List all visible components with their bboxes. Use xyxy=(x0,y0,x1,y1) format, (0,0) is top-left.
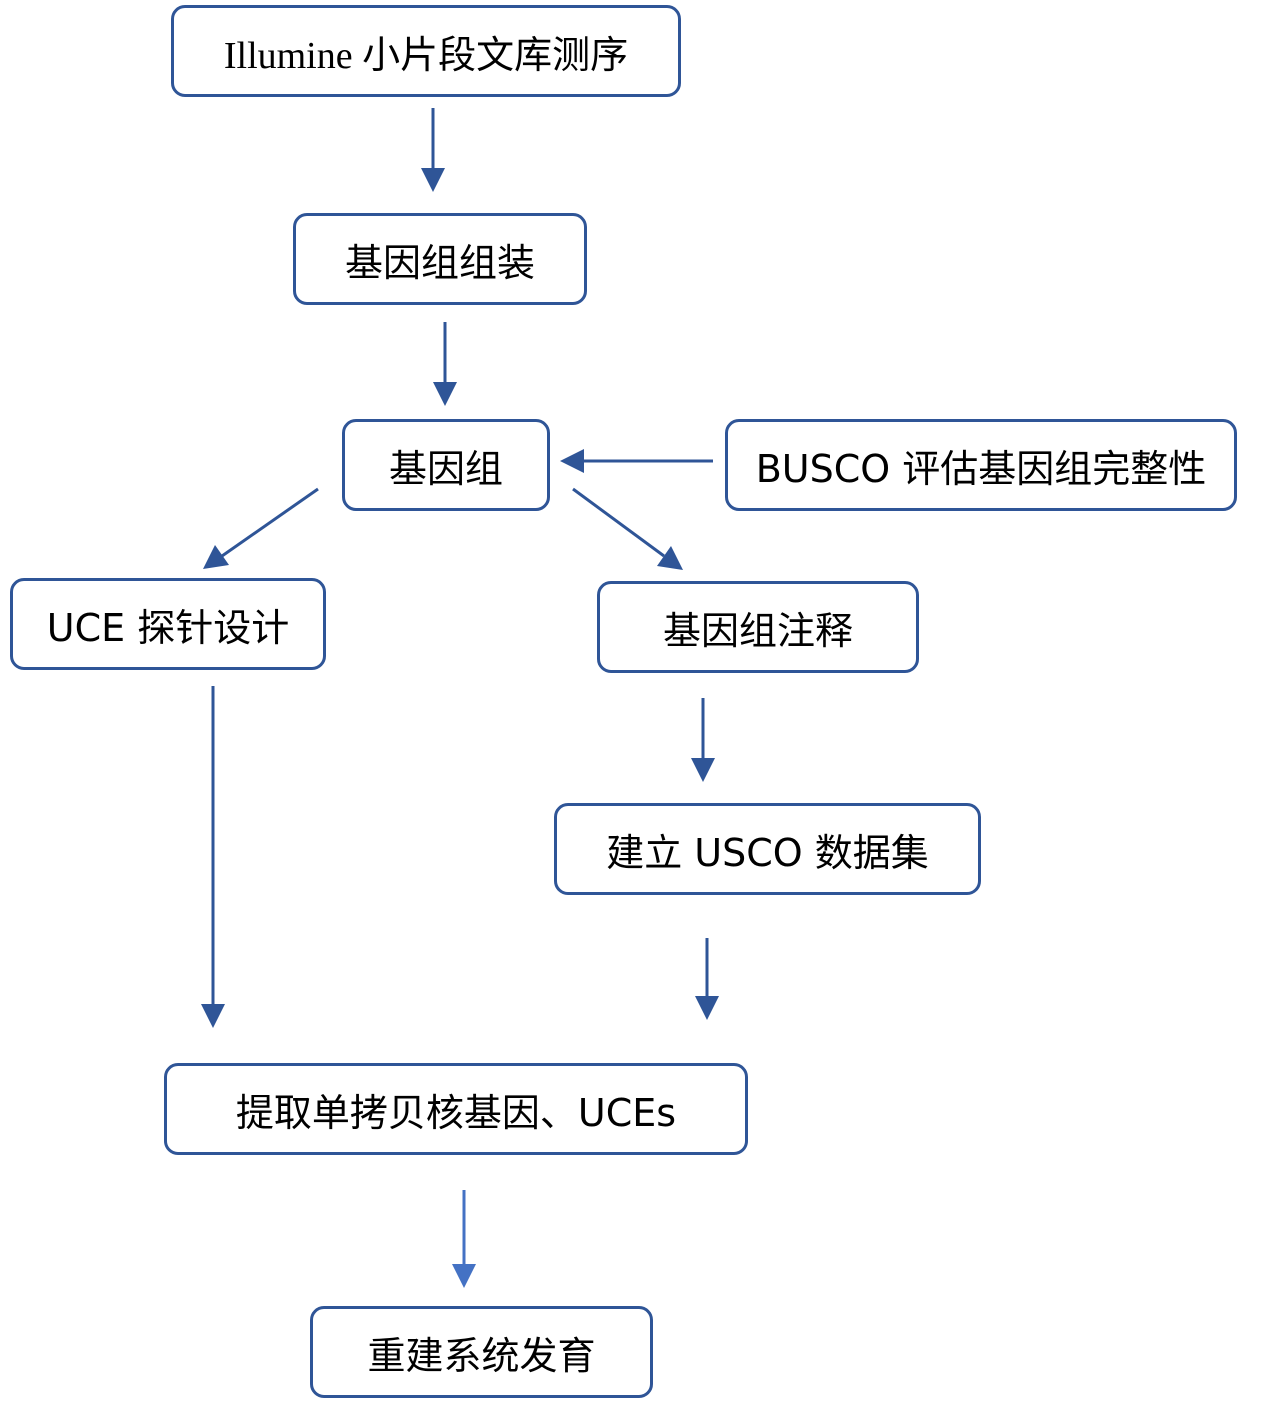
node-uce-probe-design: UCE 探针设计 xyxy=(10,578,326,670)
node-label: BUSCO 评估基因组完整性 xyxy=(755,446,1207,491)
arrow-sequencing-to-assembly xyxy=(421,108,445,192)
node-label: 建立 USCO 数据集 xyxy=(606,830,929,875)
node-illumina-sequencing: Illumine 小片段文库测序 xyxy=(171,5,681,97)
arrow-genome-to-uce-probe xyxy=(203,487,319,569)
node-usco-dataset: 建立 USCO 数据集 xyxy=(554,803,981,895)
arrow-usco-to-extract xyxy=(695,938,719,1020)
node-genome-assembly: 基因组组装 xyxy=(293,213,587,305)
arrow-genome-to-annotation xyxy=(572,487,683,570)
node-label: 重建系统发育 xyxy=(367,1335,596,1378)
node-busco-assessment: BUSCO 评估基因组完整性 xyxy=(725,419,1237,511)
node-genome: 基因组 xyxy=(342,419,550,511)
arrow-busco-to-genome xyxy=(560,449,713,473)
arrow-annotation-to-usco xyxy=(691,698,715,782)
arrow-uce-probe-to-extract xyxy=(201,686,225,1028)
node-label: UCE 探针设计 xyxy=(46,605,290,650)
node-phylogeny-reconstruction: 重建系统发育 xyxy=(310,1306,653,1398)
node-extract-genes: 提取单拷贝核基因、UCEs xyxy=(164,1063,748,1155)
node-label: 基因组 xyxy=(388,448,503,491)
node-label: Illumine 小片段文库测序 xyxy=(223,34,629,77)
arrow-extract-to-phylogeny xyxy=(452,1190,476,1288)
node-label: 基因组注释 xyxy=(662,610,853,653)
node-label: 基因组组装 xyxy=(344,242,535,285)
node-genome-annotation: 基因组注释 xyxy=(597,581,919,673)
arrow-assembly-to-genome xyxy=(433,322,457,406)
node-label: 提取单拷贝核基因、UCEs xyxy=(235,1090,677,1135)
